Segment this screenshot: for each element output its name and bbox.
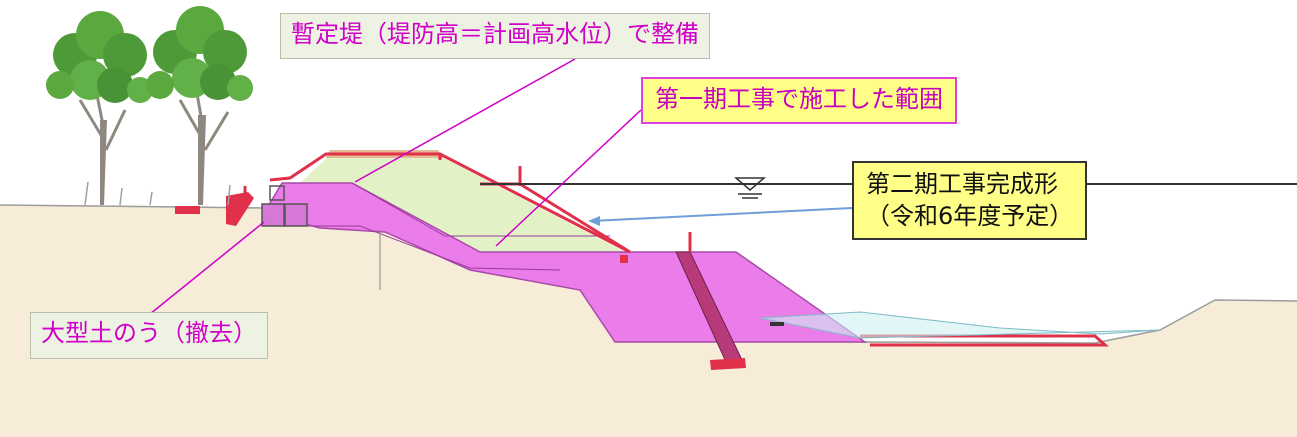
callout-provisional-levee: 暫定堤（堤防高＝計画高水位）で整備 — [280, 13, 710, 59]
callout-phase2-line1: 第二期工事完成形 — [866, 170, 1058, 198]
shrubs — [84, 181, 231, 206]
leader-provisional-levee — [354, 58, 576, 183]
tree-right — [146, 6, 253, 205]
large-sandbag-1 — [261, 203, 285, 227]
callout-phase1-range: 第一期工事で施工した範囲 — [641, 77, 957, 124]
leader-sandbags — [149, 221, 265, 315]
ground-area — [0, 205, 1297, 437]
phase2-riverbed-outline — [860, 334, 1109, 347]
water-level-symbol — [733, 177, 767, 199]
sheet-pile-base — [710, 358, 746, 370]
sandbag-top — [269, 185, 285, 201]
callout-phase2-line2: （令和6年度予定） — [866, 201, 1074, 230]
landside-toe-structure — [175, 192, 254, 226]
phase1-inner-lines — [300, 182, 610, 271]
leader-phase1-range — [495, 109, 642, 247]
riverbed-marker — [770, 322, 784, 326]
callout-phase2-completed: 第二期工事完成形 （令和6年度予定） — [852, 161, 1088, 241]
provisional-levee-body — [300, 155, 625, 252]
tree-left — [46, 11, 153, 205]
large-sandbag-2 — [284, 203, 308, 227]
leader-phase2 — [588, 207, 853, 226]
riverbed-water — [759, 311, 1161, 339]
phase2-marker — [620, 255, 628, 263]
callout-large-sandbags: 大型土のう（撤去） — [30, 312, 268, 359]
